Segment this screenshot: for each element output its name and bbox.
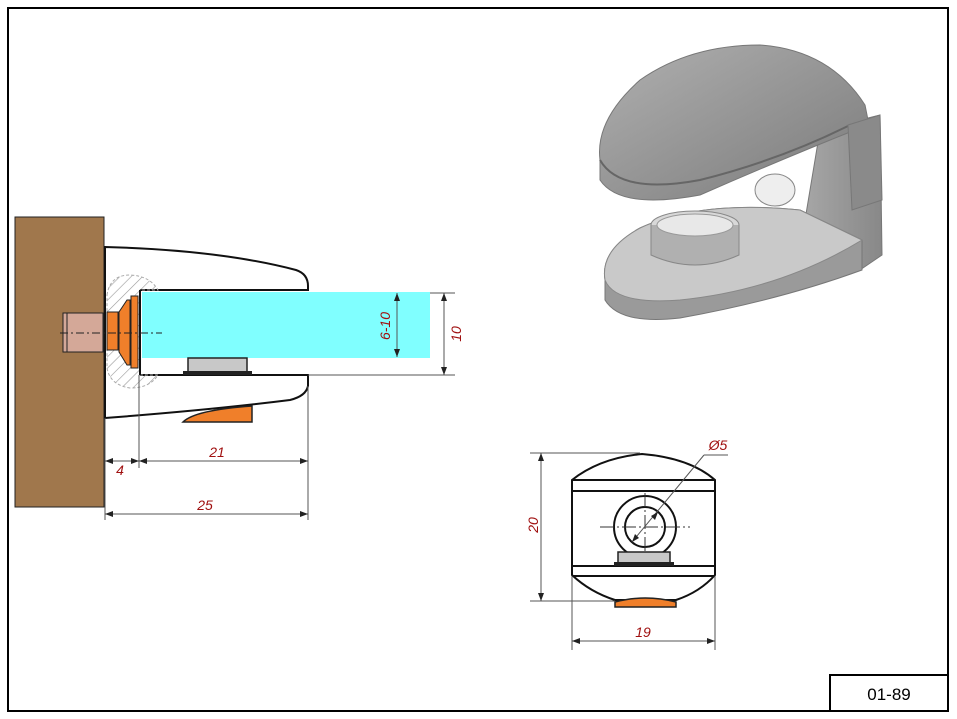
front-gray-pad: [617, 551, 671, 564]
svg-text:4: 4: [116, 462, 124, 478]
dimension-19: 19: [571, 576, 716, 650]
svg-text:10: 10: [448, 326, 464, 342]
iso-hole: [754, 173, 796, 207]
side-view: 6-10 10 4 21 25: [14, 216, 464, 520]
dimension-20: 20: [525, 452, 640, 602]
svg-text:21: 21: [208, 444, 225, 460]
iso-lid: [599, 44, 871, 201]
bushing: [106, 295, 139, 369]
drawing-frame: [7, 7, 949, 712]
glass-panel: [142, 292, 430, 358]
dimension-6-10: 6-10: [377, 293, 400, 357]
gray-pad: [187, 357, 248, 373]
svg-text:6-10: 6-10: [377, 312, 393, 340]
wall: [14, 216, 105, 508]
clamp-lower-jaw: [104, 247, 309, 420]
dimension-10: 10: [308, 292, 464, 376]
title-block: 01-89: [829, 674, 949, 712]
drawing-number: 01-89: [867, 685, 910, 704]
isometric-view: [599, 44, 883, 321]
front-view: Ø5 20 19: [525, 437, 728, 650]
rubber-foot: [181, 405, 253, 423]
svg-text:Ø5: Ø5: [708, 437, 728, 453]
dimension-21: 21: [139, 444, 308, 464]
svg-text:25: 25: [196, 497, 213, 513]
clamp-upper-jaw: [104, 245, 309, 291]
svg-text:19: 19: [635, 624, 651, 640]
front-rubber-foot: [614, 597, 677, 608]
svg-text:20: 20: [525, 517, 541, 534]
dimension-diameter-5: Ø5: [631, 437, 728, 543]
dimension-4: 4: [105, 458, 139, 478]
dimension-25: 25: [105, 497, 308, 517]
front-outline: [571, 452, 716, 601]
